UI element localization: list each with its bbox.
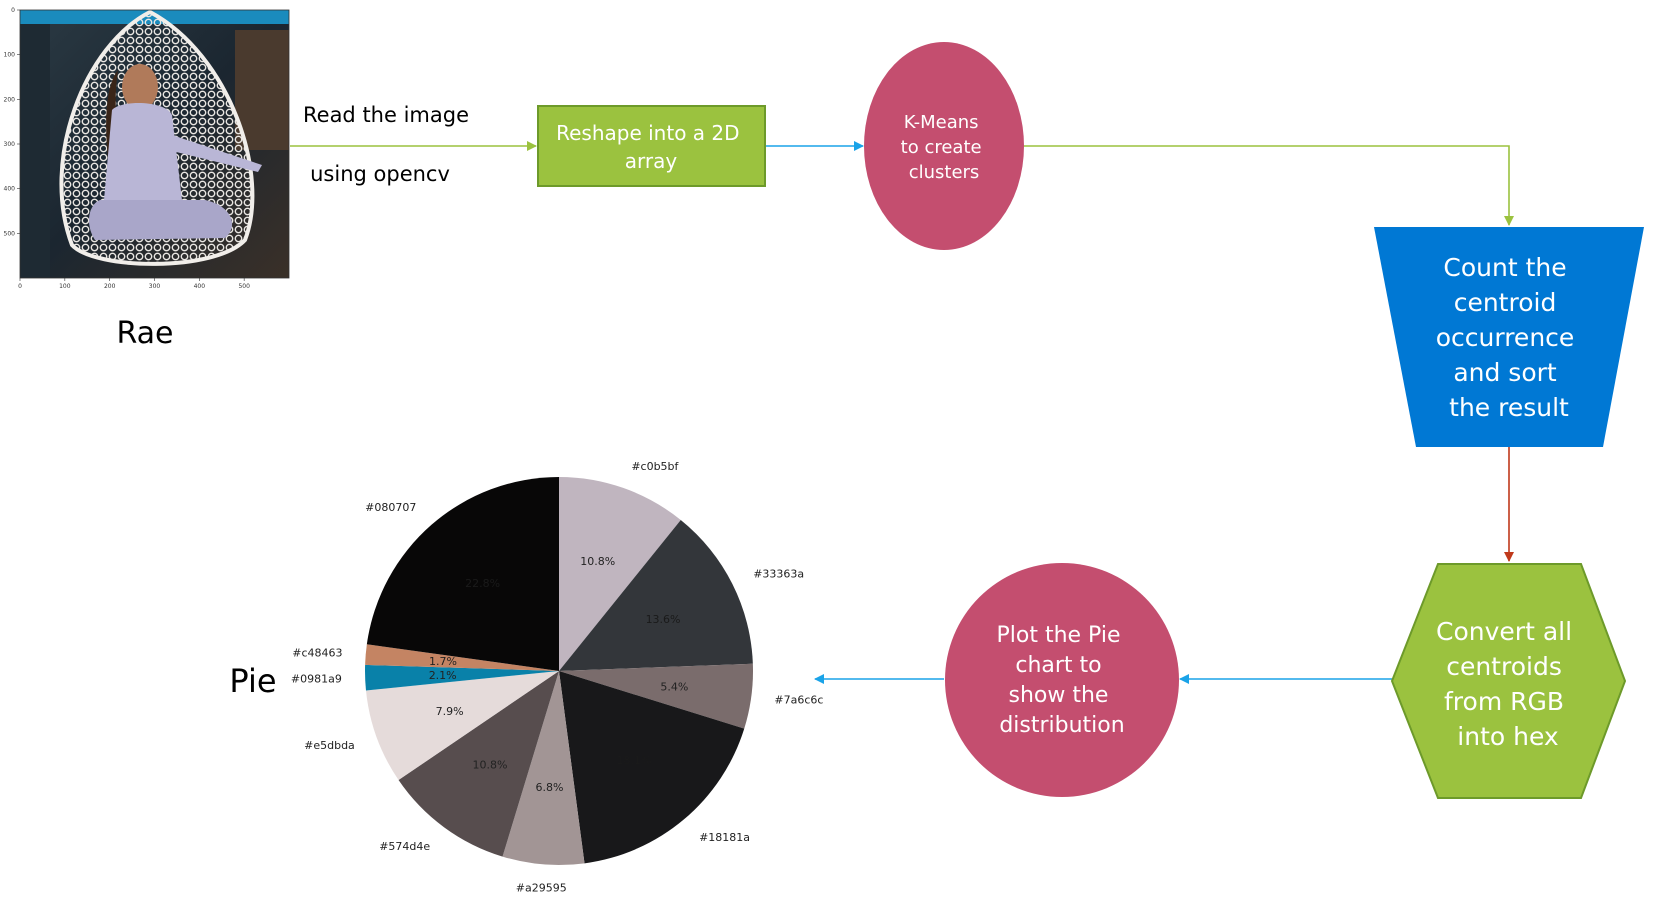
photo-y-tick-label: 400: [4, 186, 16, 193]
pie-slice-label: #7a6c6c: [774, 694, 823, 707]
photo-x-tick-label: 200: [104, 283, 116, 290]
photo-caption: Rae: [116, 316, 173, 351]
read-image-label: Read the image: [303, 103, 469, 127]
svg-text:Count the centroid: Count the centroid occurrence and sort t…: [1436, 253, 1583, 422]
photo-x-tick-label: 100: [59, 283, 71, 290]
pie-slice-label: #a29595: [516, 882, 567, 895]
pie-slice-label: #e5dbda: [304, 739, 355, 752]
node-convert: Convert all centroids from RGB into hex: [1390, 563, 1627, 799]
pie-chart: 10.8% #c0b5bf 13.6% #33363a 5.4% #7a6c6c 18.1%…: [291, 460, 824, 894]
convert-line-1: Convert all: [1436, 617, 1572, 646]
pie-slice: [502, 671, 585, 866]
photo-x-tick-label: 400: [194, 283, 206, 290]
node-count: Count the centroid occurrence and sort t…: [1374, 227, 1644, 447]
pie-slice-percent: 18.1%: [617, 754, 652, 767]
pie-slice: [559, 663, 753, 729]
reshape-line-2: array: [625, 149, 678, 173]
convert-line-2: centroids: [1446, 652, 1562, 681]
plot-line-4: distribution: [999, 713, 1124, 738]
plot-circle: [945, 563, 1179, 797]
count-line-2: centroid: [1454, 288, 1557, 317]
plot-line-3: show the: [1009, 683, 1109, 708]
pie-slice: [559, 671, 745, 864]
convert-line-3: from RGB: [1444, 687, 1564, 716]
node-kmeans: K-Means to create clusters: [864, 42, 1024, 250]
photo-axis-ticks: 0 100 200 300 400 500 0 100 200 300 400 500: [4, 7, 251, 290]
kmeans-line-1: K-Means: [904, 112, 979, 133]
photo-x-tick-label: 0: [18, 283, 22, 290]
arrow-kmeans-to-count: [1022, 145, 1514, 226]
svg-text:Convert all centroids: Convert all centroids from RGB into hex: [1436, 617, 1580, 751]
pie-slice-label: #33363a: [753, 568, 804, 581]
photo-y-tick-label: 500: [4, 230, 16, 237]
photo-image: [20, 10, 289, 278]
pie-slice-percent: 2.1%: [429, 669, 457, 682]
pie-slice: [559, 477, 681, 671]
pie-slice-percent: 5.4%: [660, 680, 688, 693]
plot-line-2: chart to: [1015, 653, 1101, 678]
using-opencv-label: using opencv: [310, 162, 450, 186]
pie-slice: [365, 664, 559, 691]
count-line-4: and sort: [1453, 358, 1557, 387]
pie-slice-percent: 22.8%: [465, 577, 500, 590]
convert-line-4: into hex: [1457, 722, 1558, 751]
svg-text:Reshape into a 2D array: Reshape into a 2D array: [556, 121, 746, 173]
pie-slice-label: #574d4e: [379, 840, 430, 853]
reshape-box: [537, 105, 766, 187]
photo-y-tick-label: 200: [4, 96, 16, 103]
pie-slice-label: #0981a9: [291, 673, 342, 686]
pie-slice-percent: 10.8%: [473, 759, 508, 772]
reshape-line-1: Reshape into a 2D: [556, 121, 739, 145]
pie-slice-percent: 6.8%: [536, 781, 564, 794]
node-reshape: Reshape into a 2D array: [537, 105, 766, 187]
count-line-5: the result: [1449, 393, 1569, 422]
count-line-3: occurrence: [1436, 323, 1575, 352]
pie-slice-label: #c48463: [292, 647, 342, 660]
pie-slice: [366, 477, 559, 671]
pie-slice-label: #080707: [365, 501, 416, 514]
count-trapezoid: [1374, 227, 1644, 447]
plot-line-1: Plot the Pie: [997, 623, 1121, 648]
photo-y-tick-label: 100: [4, 52, 16, 59]
photo-x-tick-label: 500: [238, 283, 250, 290]
photo-plot: 0 100 200 300 400 500 0 100 200 300 400 500 Rae: [4, 7, 290, 351]
pie-slice: [398, 671, 559, 857]
pie-slice: [365, 671, 559, 781]
convert-hexagon: [1390, 563, 1627, 799]
photo-y-tick-label: 0: [11, 7, 15, 14]
count-line-1: Count the: [1443, 253, 1566, 282]
connectors: [290, 141, 1514, 684]
svg-text:Plot the Pie chart to: Plot the Pie chart to show the distribut…: [997, 623, 1128, 738]
kmeans-line-3: clusters: [909, 162, 980, 183]
pie-slice-label: #18181a: [699, 831, 750, 844]
pie-slice-percent: 13.6%: [646, 613, 681, 626]
node-plot: Plot the Pie chart to show the distribut…: [945, 563, 1179, 797]
photo-y-tick-label: 300: [4, 141, 16, 148]
pie-slice-percent: 10.8%: [580, 555, 615, 568]
kmeans-circle: [864, 42, 1024, 250]
photo-x-tick-label: 300: [149, 283, 161, 290]
pie-slice-percent: 1.7%: [429, 655, 457, 668]
pie-slice: [365, 644, 559, 671]
pie-slice-percent: 7.9%: [436, 705, 464, 718]
pie-caption: Pie: [229, 662, 276, 700]
pie-slice: [559, 519, 753, 671]
svg-text:K-Means to create: K-Means to create clusters: [901, 112, 988, 183]
pie-slice-label: #c0b5bf: [631, 460, 679, 473]
kmeans-line-2: to create: [901, 137, 982, 158]
